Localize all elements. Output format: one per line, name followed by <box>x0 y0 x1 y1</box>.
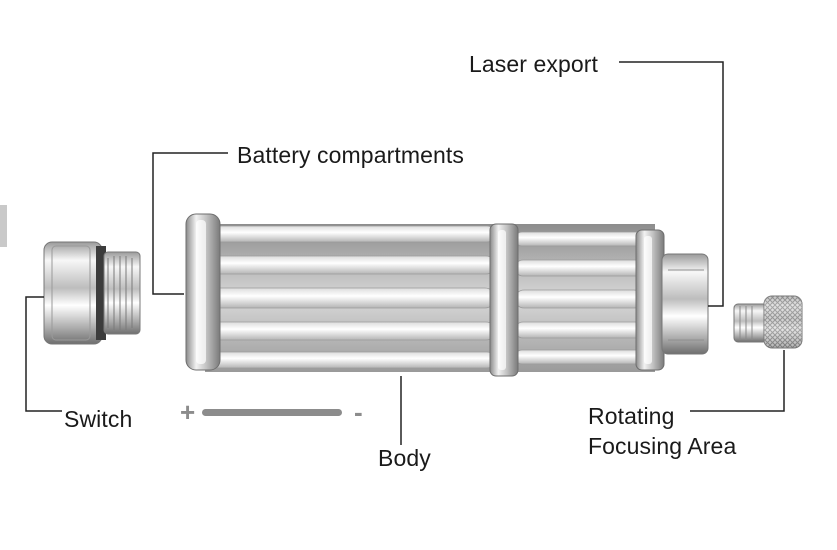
label-rotating: Rotating <box>588 403 675 429</box>
leader-laser-export <box>619 61 724 307</box>
polarity-minus: - <box>354 397 363 427</box>
switch-thread <box>107 256 133 330</box>
body-part <box>185 213 709 377</box>
label-battery-compartments: Battery compartments <box>237 142 464 168</box>
body-ribs-left <box>209 225 496 369</box>
label-focusing-area: Focusing Area <box>588 433 737 459</box>
leader-lines <box>25 61 785 445</box>
leader-rotating <box>690 350 785 412</box>
leader-switch <box>25 296 62 412</box>
polarity-plus: + <box>180 397 196 427</box>
switch-cap-part <box>43 241 141 345</box>
focusing-head-part <box>733 295 803 349</box>
label-body: Body <box>378 445 431 471</box>
label-laser-export: Laser export <box>469 51 599 77</box>
label-switch: Switch <box>64 406 133 432</box>
polarity-bar <box>202 409 342 416</box>
edge-marker <box>0 205 7 247</box>
leader-battery <box>152 152 228 295</box>
